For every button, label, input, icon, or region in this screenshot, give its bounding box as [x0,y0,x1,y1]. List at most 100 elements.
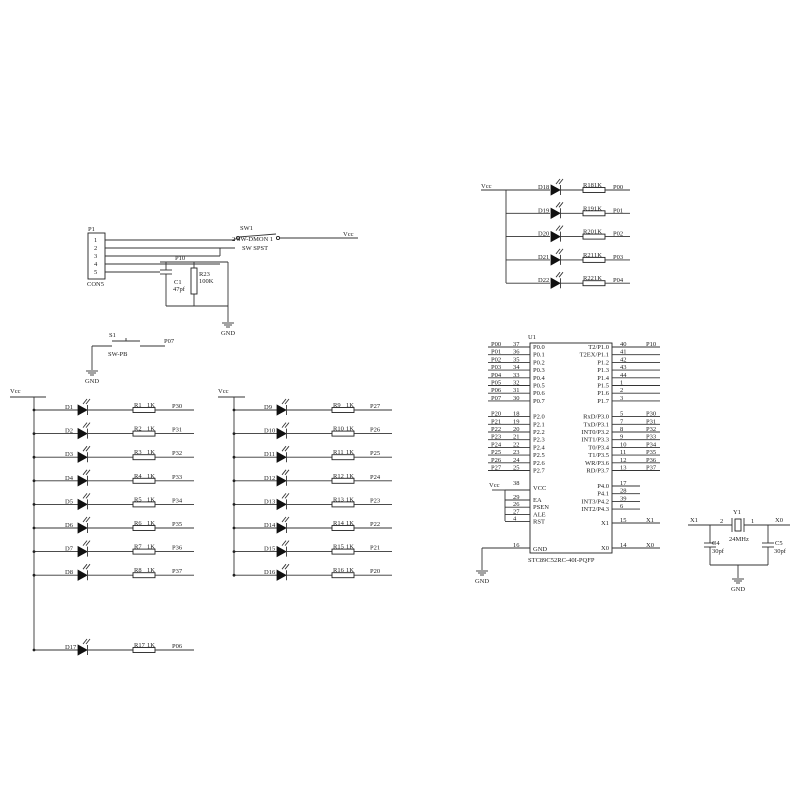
u1-pin-number: 1 [620,380,623,387]
resistor-ref-label: R17 [134,642,146,649]
led-light-arrows [82,469,91,476]
resistor-value-label: 1K [594,275,602,282]
junction-dot [232,550,236,553]
junction-dot [232,479,236,483]
u1-net-label: X0 [646,542,654,549]
sw1-body-label: 2 SW-DMON 1 [232,236,273,243]
led-ref-label: D5 [65,498,73,505]
led-ref-label: D21 [538,254,549,261]
p1-value-label: CON5 [87,281,104,288]
u1-pin-name: X0 [601,545,609,552]
resistor-ref-label: R9 [333,402,341,409]
led-d21 [550,254,561,266]
u1-pin-name: X1 [601,520,609,527]
s1-net-label: P07 [164,338,175,345]
u1-net-label: P02 [491,356,501,363]
net-label: P37 [172,568,183,575]
net-label: P36 [172,545,183,552]
y1-value-label: 24MHz [729,536,749,543]
led-d4 [77,475,88,487]
x0-net-label: X0 [775,517,783,524]
u1-pin-name: P2.5 [533,452,545,459]
y1-ref-label: Y1 [733,509,741,516]
u1-pin-name: INT0/P3.2 [581,429,609,436]
resistor-ref-label: R6 [134,520,142,527]
junction-dot [232,573,236,577]
p1-pin-number: 5 [94,269,97,276]
u1-pin-number: 16 [513,542,520,549]
resistor-r9 [331,407,355,413]
net-label: P03 [613,254,623,261]
u1-pin-name: P2.1 [533,421,545,428]
c5-ref-label: C5 [775,540,783,547]
resistor-value-label: 1K [346,520,354,527]
led-d11 [276,451,287,463]
u1-pin-name: P2.0 [533,414,545,421]
c4-ref-label: C4 [712,540,720,547]
resistor-r1 [132,407,156,413]
led-ref-label: D6 [65,522,74,529]
net-label: P34 [172,497,183,504]
resistor-r7 [132,548,156,555]
resistor-value-label: 1K [147,449,155,456]
junction-dot [232,526,236,530]
led-d12 [276,475,287,487]
led-ref-label: D2 [65,428,73,435]
resistor-ref-label: R19 [583,205,594,212]
u1-part-label: STC89C52RC-40I-PQFP [528,557,595,564]
led-d14 [276,522,287,534]
resistor-value-label: 1K [147,473,155,480]
resistor-value-label: 1K [346,473,354,480]
resistor-ref-label: R15 [333,544,344,551]
u1-pin-number: 34 [513,364,520,371]
junction-dot [232,455,236,459]
x1-net-label: X1 [690,517,698,524]
u1-pin-number: 26 [513,501,520,508]
resistor-ref-label: R21 [583,252,594,259]
u1-pin-number: 4 [513,516,517,523]
sw1-contact [275,235,281,241]
led-ref-label: D9 [264,404,272,411]
resistor-r11 [331,454,355,461]
net-label: P26 [370,427,381,434]
vcc-label: Vcc [489,482,500,489]
sw1-lever [238,233,277,238]
u1-pin-number: 6 [620,503,624,510]
led-ref-label: D13 [264,498,275,505]
led-light-arrows [82,563,91,570]
u1-pin-number: 2 [620,387,623,394]
resistor-r8 [132,572,156,579]
u1-pin-name: P0.7 [533,398,545,405]
junction-dot [32,550,36,553]
gnd-label: GND [731,586,745,593]
led-d19 [550,207,561,219]
u1-pin-number: 43 [620,364,627,371]
resistor-r4 [132,477,156,484]
led-d3 [77,451,88,463]
u1-pin-number: 15 [620,517,627,524]
gnd-label: GND [85,378,99,385]
led-d5 [77,498,88,511]
u1-pin-name: VCC [533,485,546,492]
u1-net-label: P04 [491,372,502,379]
led-light-arrows [82,540,91,546]
resistor-ref-label: R14 [333,520,345,527]
u1-net-label: P21 [491,418,501,425]
led-light-arrows [281,563,290,570]
resistor-ref-label: R7 [134,544,142,551]
u1-pin-name: P4.0 [597,483,609,490]
u1-pin-name: T1/P3.5 [588,452,609,459]
resistor-value-label: 1K [147,520,155,527]
u1-ref-label: U1 [528,334,536,341]
u1-pin-name: INT3/P4.2 [581,498,609,505]
vcc-label: Vcc [481,183,492,190]
led-ref-label: D15 [264,546,275,553]
net-label: P04 [613,277,624,284]
u1-pin-number: 41 [620,349,627,356]
led-d1 [77,404,88,416]
u1-pin-name: P1.7 [597,398,609,405]
u1-pin-number: 42 [620,356,627,363]
